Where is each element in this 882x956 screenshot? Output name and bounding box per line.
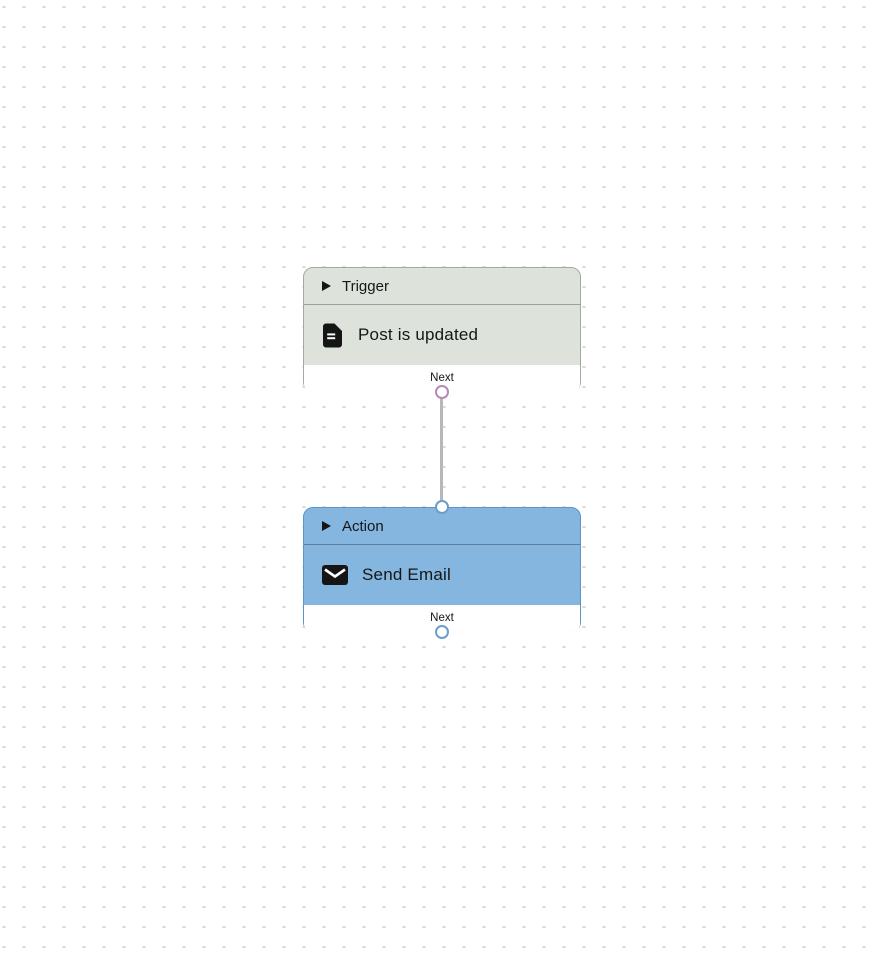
step-title: Send Email (362, 565, 451, 584)
trigger-node-header[interactable]: Trigger (304, 268, 580, 305)
trigger-step[interactable]: Post is updated (304, 305, 580, 365)
action-node-header[interactable]: Action (304, 508, 580, 545)
action-node-footer: Next (304, 605, 580, 632)
action-output-port[interactable] (435, 625, 449, 639)
action-input-port[interactable] (435, 500, 449, 514)
node-kind-label: Action (342, 517, 384, 535)
envelope-icon (322, 565, 348, 585)
node-kind-label: Trigger (342, 277, 389, 295)
connector-edge[interactable] (440, 393, 443, 507)
next-port-label: Next (430, 612, 454, 625)
collapse-toggle-icon[interactable] (322, 281, 331, 291)
action-step[interactable]: Send Email (304, 545, 580, 605)
action-node[interactable]: Action Send Email Next (303, 500, 581, 639)
next-port-label: Next (430, 372, 454, 385)
trigger-output-port[interactable] (435, 385, 449, 399)
collapse-toggle-icon[interactable] (322, 521, 331, 531)
trigger-node[interactable]: Trigger Post is updated Next (303, 267, 581, 399)
document-icon (322, 323, 344, 348)
step-title: Post is updated (358, 325, 479, 344)
